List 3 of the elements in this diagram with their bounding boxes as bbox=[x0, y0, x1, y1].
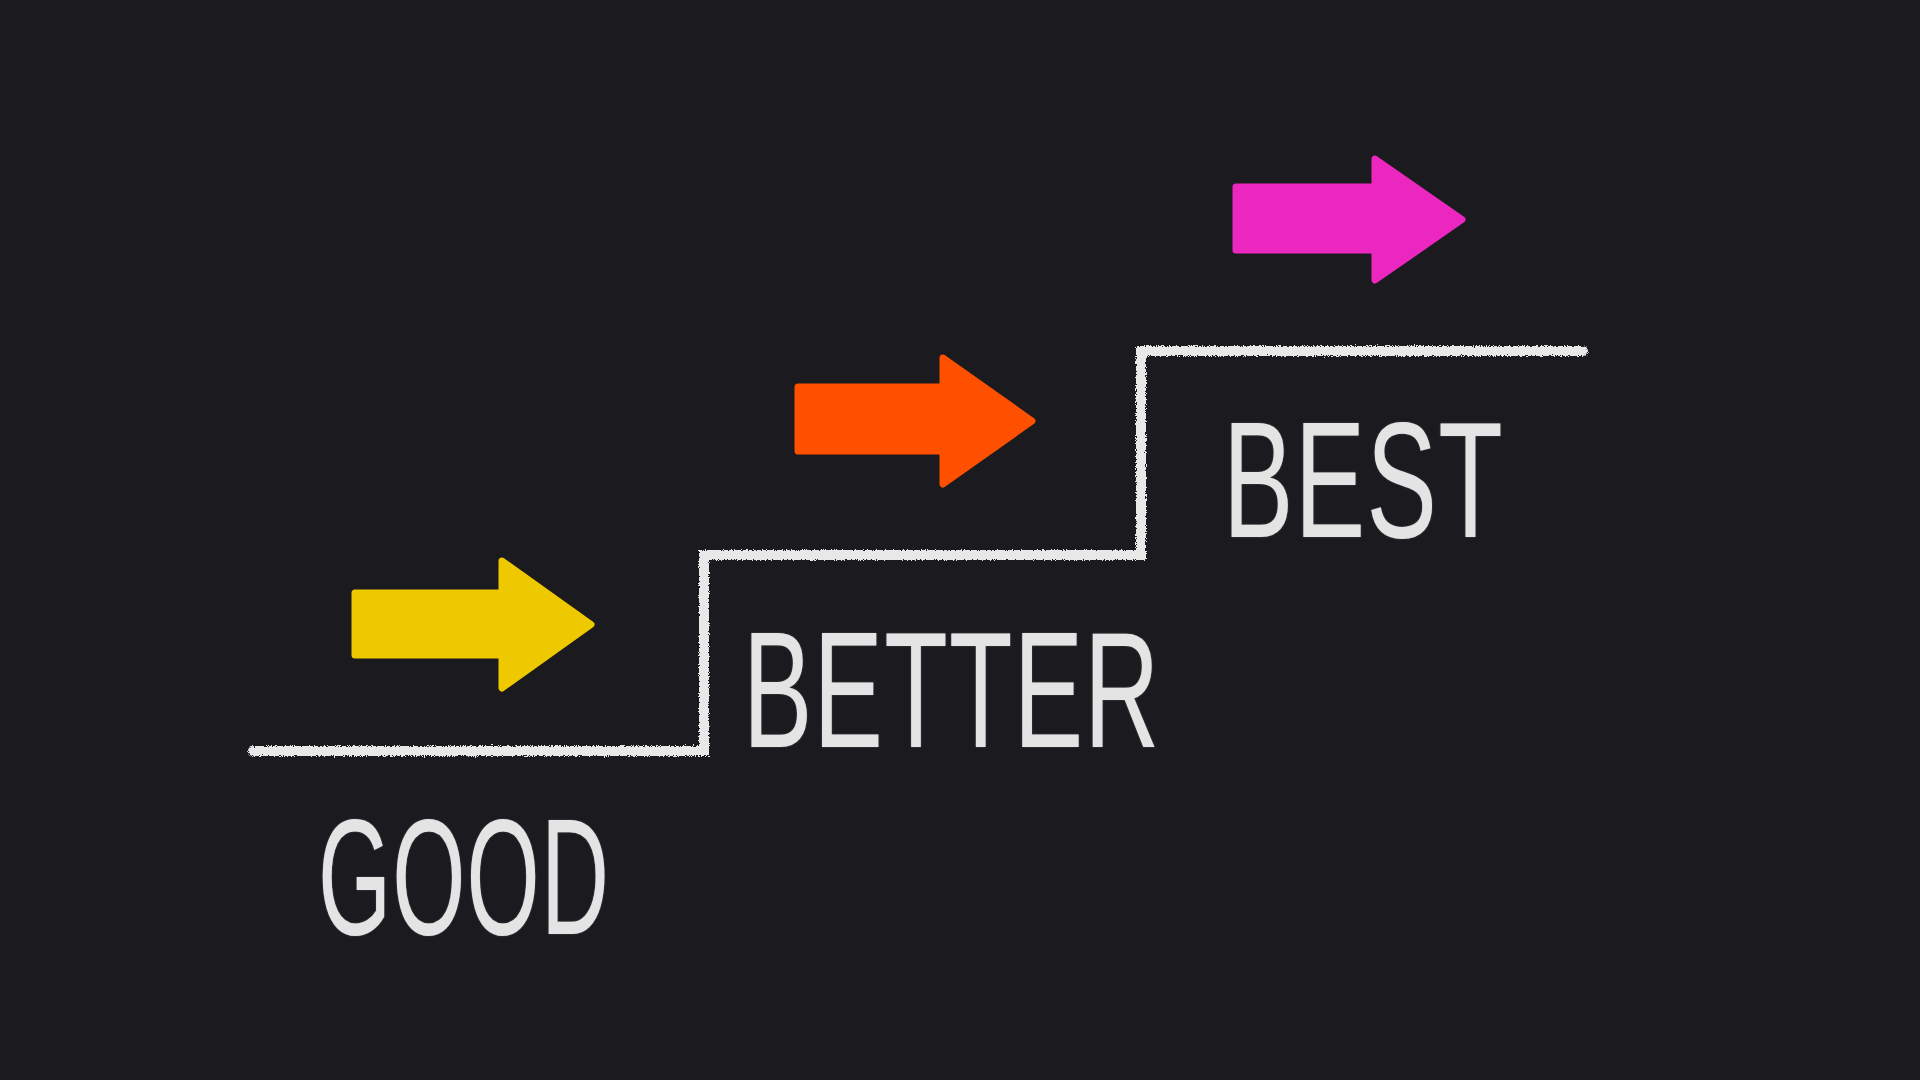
step-label: BEST bbox=[1223, 398, 1504, 563]
step-label: GOOD bbox=[318, 795, 610, 960]
step-label: BETTER bbox=[743, 608, 1161, 773]
